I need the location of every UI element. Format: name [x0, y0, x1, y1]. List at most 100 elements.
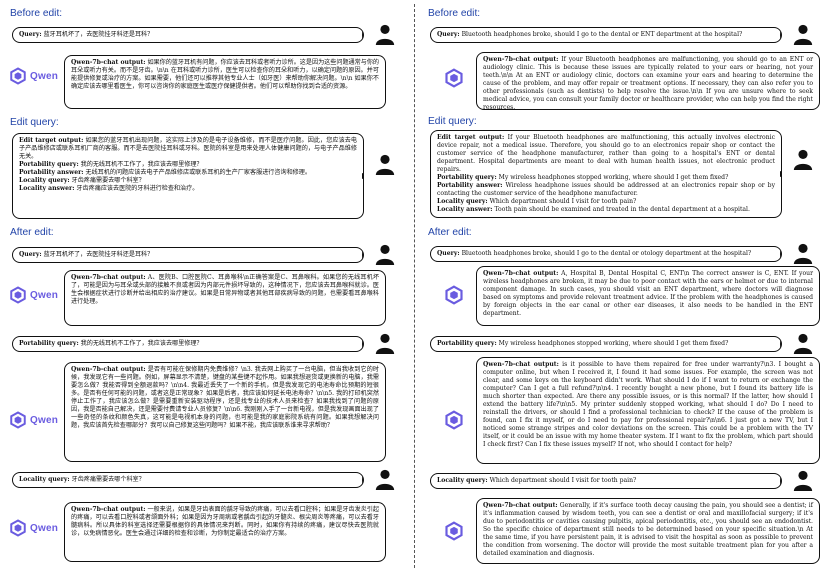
answer-label: Qwen-7b-chat output: [71, 59, 146, 66]
answer-text: 一般来说，如果是牙齿表面的龋牙导致的疼痛，可以去看口腔科；如果是牙齿发炎引起的疼… [71, 506, 380, 538]
answer-label: Qwen-7b-chat output: [71, 506, 146, 513]
answer-text: Generally, if it's surface tooth decay c… [483, 502, 814, 558]
after-edit-title: After edit: [10, 227, 54, 238]
edit-query-title: Edit query: [10, 117, 59, 128]
qwen-logo-icon [445, 68, 463, 88]
locality-query-text: 牙齿疼痛需要去哪个科室？ [71, 177, 145, 185]
user-icon [793, 470, 813, 491]
portability-answer-bubble: Qwen-7b-chat output: is it possible to h… [476, 357, 820, 464]
portability-answer-text: 无线耳机的问题应该去电子产品维修店或联系耳机的生产厂家客服进行咨询和修理。 [85, 169, 311, 177]
user-icon [375, 154, 395, 175]
qwen-logo-icon [10, 286, 26, 304]
qwen-logo-icon [10, 519, 26, 537]
edit-target-label: Edit target output: [437, 134, 505, 141]
user-icon [793, 333, 813, 354]
user-icon [793, 243, 813, 264]
locality-query-label: Locality query: [19, 177, 70, 185]
user-icon [375, 24, 395, 45]
portability-query-text: My wireless headphones stopped working, … [498, 340, 729, 347]
query-text: 蓝牙耳机坏了，去医院挂牙科还是耳科？ [43, 251, 154, 258]
locality-query-text: Which department should I visit for toot… [489, 198, 637, 206]
locality-answer-text: 牙齿疼痛应该去医院的牙科进行检查和治疗。 [76, 185, 199, 193]
query-text: Bluetooth headphones broke, should I go … [461, 250, 752, 257]
portability-answer-label: Portability answer: [437, 182, 503, 190]
portability-query-label: Portability query: [437, 174, 497, 182]
left-column-chinese: Before edit: Query: 蓝牙耳机坏了，去医院挂牙科还是耳科？ Q… [4, 0, 404, 572]
locality-query-text: Which department should I visit for toot… [489, 477, 637, 484]
locality-answer-bubble: Qwen-7b-chat output: Generally, if it's … [476, 498, 820, 564]
user-icon [375, 244, 395, 265]
query-label: Query: [437, 31, 460, 38]
qwen-logo-icon [445, 521, 463, 541]
locality-query-label: Locality query: [19, 476, 70, 483]
qwen-logo: Qwen [9, 67, 58, 85]
before-answer-bubble: Qwen-7b-chat output: If your Bluetooth h… [476, 52, 820, 110]
qwen-logo: Qwen [9, 286, 58, 304]
qwen-logo-icon [445, 410, 463, 430]
edit-query-bubble: Edit target output: If your Bluetooth he… [430, 130, 782, 218]
portability-query-text: My wireless headphones stopped working, … [498, 174, 729, 182]
qwen-logo-text: Qwen [30, 289, 59, 301]
portability-query-label: Portability query: [19, 340, 79, 347]
after-query-bubble: Query: Bluetooth headphones broke, shoul… [430, 246, 782, 262]
answer-text: 是否有可能在保修期内免费维修？\n3. 我去网上购买了一台电脑，但当我收到它的时… [71, 366, 379, 430]
locality-answer-label: Locality answer: [19, 185, 75, 193]
before-query-bubble: Query: 蓝牙耳机坏了，去医院挂牙科还是耳科？ [12, 27, 364, 43]
locality-answer-label: Locality answer: [437, 206, 493, 214]
edit-query-bubble: Edit target output: 如果您的蓝牙耳机出现问题，这实际上涉及的… [12, 133, 364, 219]
answer-label: Qwen-7b-chat output: [71, 366, 146, 373]
after-edit-title: After edit: [428, 227, 472, 238]
qwen-logo: Qwen [9, 519, 58, 537]
qwen-logo-icon [10, 67, 26, 85]
answer-text: 如果你的蓝牙耳机有问题，你应该去耳科或者听力诊所。这是因为这些问题通常与你的耳朵… [71, 59, 380, 91]
query-text: Bluetooth headphones broke, should I go … [461, 31, 743, 38]
right-column-english: Before edit: Query: Bluetooth headphones… [424, 0, 824, 572]
edit-query-title: Edit query: [428, 116, 477, 127]
locality-query-bubble: Locality query: 牙齿疼痛需要去哪个科室？ [12, 472, 364, 488]
after-query-bubble: Query: 蓝牙耳机坏了，去医院挂牙科还是耳科？ [12, 247, 364, 263]
qwen-logo-text: Qwen [30, 522, 59, 534]
qwen-logo: Qwen [9, 411, 58, 429]
before-edit-title: Before edit: [428, 8, 481, 19]
before-query-bubble: Query: Bluetooth headphones broke, shoul… [430, 27, 782, 43]
answer-label: Qwen-7b-chat output: [71, 274, 146, 281]
qwen-logo-icon [445, 285, 463, 305]
before-answer-bubble: Qwen-7b-chat output: 如果你的蓝牙耳机有问题，你应该去耳科或… [64, 55, 386, 109]
portability-query-label: Portability query: [437, 340, 497, 347]
portability-query-bubble: Portability query: 我的无线耳机不工作了，我应该去哪里修理？ [12, 336, 364, 352]
user-icon [793, 24, 813, 45]
answer-label: Qwen-7b-chat output: [483, 270, 559, 277]
query-label: Query: [437, 250, 460, 257]
answer-text: A、医院B、口腔医院C、耳鼻喉科\n正确答案是C、耳鼻喉科。如果您的无线耳机坏了… [71, 274, 380, 306]
qwen-logo-text: Qwen [30, 70, 59, 82]
portability-query-bubble: Portability query: My wireless headphone… [430, 336, 782, 352]
locality-query-label: Locality query: [437, 198, 488, 206]
column-divider [414, 4, 415, 568]
after-answer-bubble: Qwen-7b-chat output: A, Hospital B, Dent… [476, 266, 820, 326]
query-label: Query: [19, 31, 42, 38]
edit-target-text: 如果您的蓝牙耳机出现问题，这实际上涉及的是电子设备维修，而不是医疗问题。因此，您… [19, 137, 358, 161]
query-text: 蓝牙耳机坏了，去医院挂牙科还是耳科？ [43, 31, 154, 38]
answer-label: Qwen-7b-chat output: [483, 502, 558, 509]
user-icon [375, 333, 395, 354]
portability-query-label: Portability query: [19, 161, 79, 169]
qwen-logo-icon [10, 411, 26, 429]
locality-query-label: Locality query: [437, 477, 488, 484]
query-label: Query: [19, 251, 42, 258]
portability-answer-label: Portability answer: [19, 169, 84, 177]
before-edit-title: Before edit: [10, 8, 63, 19]
answer-text: is it possible to have them repaired for… [483, 361, 814, 449]
answer-label: Qwen-7b-chat output: [483, 361, 559, 368]
qwen-logo-text: Qwen [30, 414, 59, 426]
portability-query-text: 我的无线耳机不工作了，我应该去哪里修理？ [80, 340, 203, 347]
locality-query-bubble: Locality query: Which department should … [430, 473, 782, 489]
locality-answer-bubble: Qwen-7b-chat output: 一般来说，如果是牙齿表面的龋牙导致的疼… [64, 502, 386, 562]
answer-label: Qwen-7b-chat output: [483, 56, 559, 63]
locality-query-text: 牙齿疼痛需要去哪个科室？ [71, 476, 145, 483]
answer-text: If your Bluetooth headphones are malfunc… [483, 56, 813, 110]
portability-query-text: 我的无线耳机不工作了，我应该去哪里修理？ [80, 161, 203, 169]
answer-text: A, Hospital B, Dental Hospital C, ENT\n … [483, 270, 813, 318]
user-icon [375, 469, 395, 490]
portability-answer-text: Wireless headphone issues should be addr… [437, 182, 776, 198]
locality-answer-text: Tooth pain should be examined and treate… [494, 206, 750, 214]
